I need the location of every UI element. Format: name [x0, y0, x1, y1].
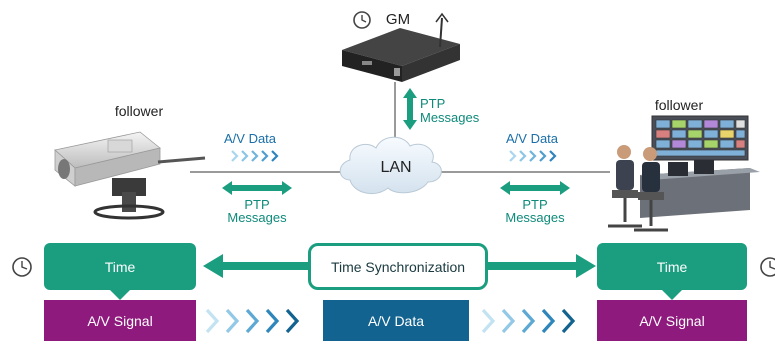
gm-label: GM	[385, 11, 411, 28]
right-clock-icon	[760, 257, 775, 277]
gm-ptp-arrow	[403, 88, 417, 130]
gm-clock-icon	[353, 11, 371, 29]
bottom-right-chevrons	[481, 308, 576, 334]
left-ptp-label-line1: PTP	[244, 197, 270, 212]
camera-icon	[54, 131, 206, 220]
time-sync-box: Time Synchronization	[308, 243, 488, 290]
right-ptp-arrow	[500, 181, 570, 195]
gm-ptp-label-line1: PTP	[420, 96, 446, 111]
right-follower-label: follower	[654, 97, 704, 113]
right-av-data-label: A/V Data	[506, 131, 559, 146]
center-av-data-box: A/V Data	[323, 300, 469, 341]
lan-cloud-icon	[339, 136, 442, 195]
right-ptp-label-line2: Messages	[505, 210, 565, 225]
left-ptp-label-line2: Messages	[227, 210, 287, 225]
bottom-left-chevrons	[205, 308, 300, 334]
control-room-icon	[608, 115, 760, 232]
right-av-chevrons	[509, 150, 557, 162]
right-ptp-label-line1: PTP	[522, 197, 548, 212]
left-time-box: Time	[44, 243, 196, 290]
left-follower-label: follower	[114, 103, 164, 119]
gm-device-icon	[342, 12, 460, 82]
lan-label: LAN	[380, 159, 412, 176]
right-time-tail	[662, 290, 682, 300]
right-time-box: Time	[597, 243, 747, 290]
left-time-tail	[110, 290, 130, 300]
left-clock-icon	[12, 257, 32, 277]
gm-ptp-label-line2: Messages	[420, 110, 480, 125]
left-av-data-label: A/V Data	[224, 131, 277, 146]
left-av-signal-box: A/V Signal	[44, 300, 196, 341]
left-ptp-arrow	[222, 181, 292, 195]
left-av-chevrons	[231, 150, 279, 162]
right-av-signal-box: A/V Signal	[597, 300, 747, 341]
